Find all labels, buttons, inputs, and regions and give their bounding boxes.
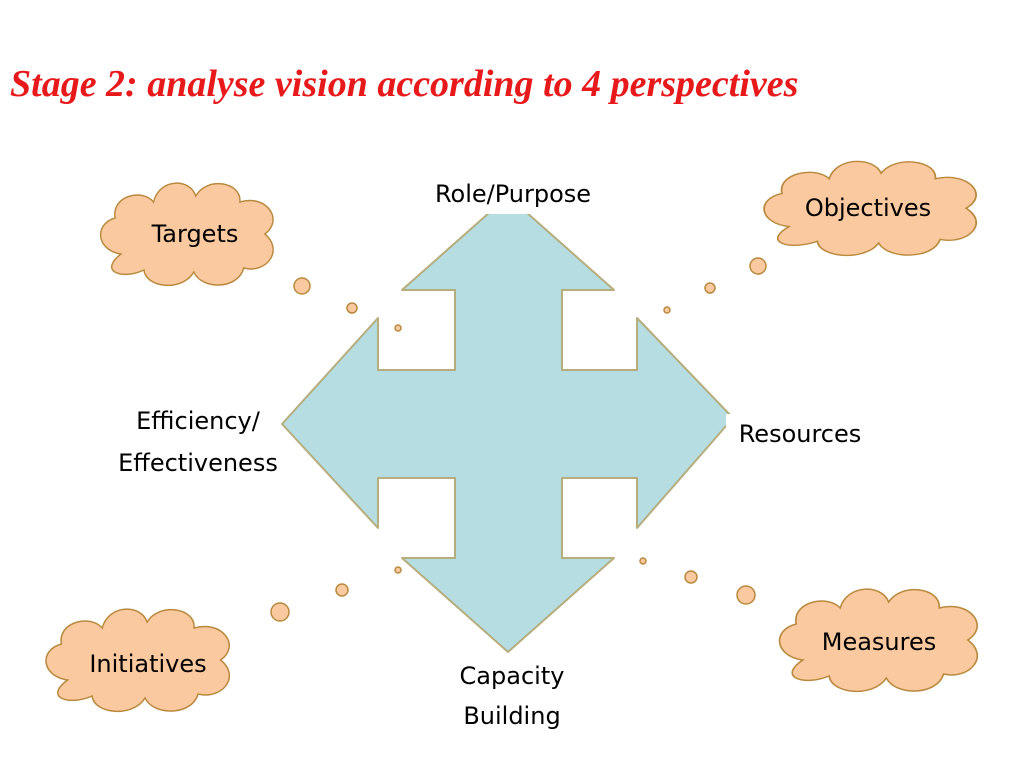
thought-bubble [394,566,402,574]
thought-bubble [394,324,402,332]
thought-bubble [749,257,767,275]
four-way-arrow [281,195,734,653]
thought-bubble [684,570,698,584]
cloud-label-measures: Measures [821,628,937,656]
thought-bubbles-bottom-left [270,566,402,622]
thought-bubbles-bottom-right [639,557,756,605]
label-role-purpose: Role/Purpose [413,174,613,214]
thought-bubble [335,583,349,597]
thought-bubble [704,282,716,294]
label-effectiveness: Effectiveness [118,449,278,477]
cloud-label-objectives: Objectives [804,194,932,222]
thought-bubble [346,302,358,314]
thought-bubble [270,602,290,622]
cloud-label-targets: Targets [151,220,239,248]
slide-title: Stage 2: analyse vision according to 4 p… [10,63,799,105]
label-capacity: Capacity [459,662,565,690]
thought-bubble [736,585,756,605]
label-building: Building [463,702,561,730]
label-capacity-building: Capacity Building [434,656,590,730]
thought-bubbles-top-left [293,277,402,332]
label-efficiency: Efficiency/ [136,407,260,435]
thought-bubble [663,306,671,314]
thought-bubble [293,277,311,295]
thought-bubble [639,557,647,565]
thought-bubbles-top-right [663,257,767,314]
label-efficiency-effectiveness: Efficiency/ Effectiveness [100,400,296,484]
cloud-label-initiatives: Initiatives [89,650,207,678]
label-resources: Resources [726,414,874,454]
